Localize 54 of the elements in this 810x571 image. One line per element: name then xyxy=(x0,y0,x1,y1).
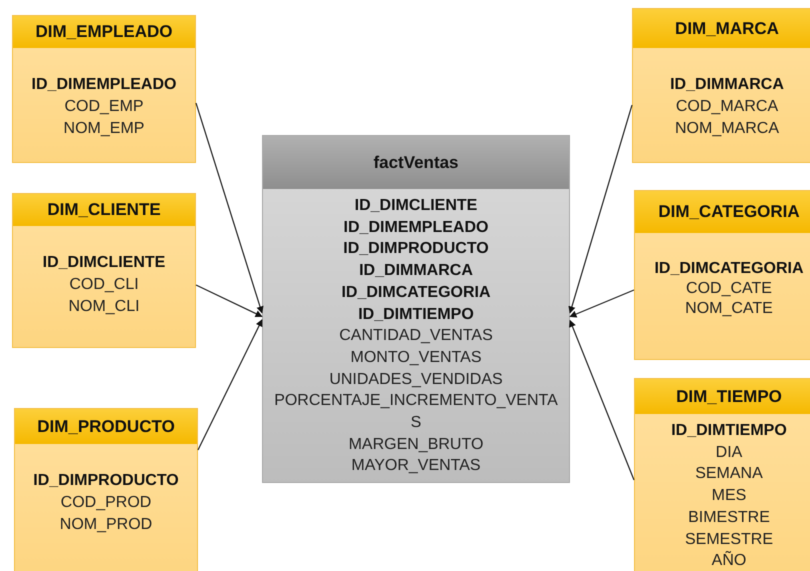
table-header: DIM_CATEGORIA xyxy=(635,191,810,233)
field-name: COD_EMP xyxy=(63,97,145,117)
field-name: COD_PROD xyxy=(60,493,152,513)
table-header: DIM_CLIENTE xyxy=(13,194,195,226)
table-box xyxy=(262,135,570,483)
field-name: ID_DIMPRODUCTO xyxy=(342,239,490,260)
field-name: ID_DIMTIEMPO xyxy=(670,421,788,441)
arrow xyxy=(195,102,264,314)
field-name: NOM_PROD xyxy=(58,515,154,535)
arrow xyxy=(197,319,263,450)
table-header: DIM_TIEMPO xyxy=(635,379,810,414)
table-box xyxy=(12,15,196,163)
field-name: NOM_MARCA xyxy=(674,119,780,139)
field-name: MONTO_VENTAS xyxy=(350,348,482,368)
field-name: ID_DIMEMPLEADO xyxy=(30,75,178,95)
field-name: UNIDADES_VENDIDAS xyxy=(328,370,504,390)
field-name: PORCENTAJE_INCREMENTO_VENTAS xyxy=(273,391,559,434)
field-name: COD_CATE xyxy=(685,279,773,299)
field-name: ID_DIMMARCA xyxy=(358,261,474,282)
table-header: factVentas xyxy=(263,136,569,189)
arrow xyxy=(196,284,263,318)
field-name: ID_DIMPRODUCTO xyxy=(32,471,180,491)
table-box xyxy=(12,193,196,348)
field-name: NOM_CLI xyxy=(67,297,141,317)
field-name: ID_DIMMARCA xyxy=(669,75,785,95)
field-name: NOM_EMP xyxy=(62,119,146,139)
table-header: DIM_PRODUCTO xyxy=(15,409,197,444)
field-name: ID_DIMTIEMPO xyxy=(357,304,475,325)
field-name: COD_CLI xyxy=(68,275,140,295)
field-name: MARGEN_BRUTO xyxy=(348,434,484,455)
field-name: SEMANA xyxy=(694,464,764,484)
arrow xyxy=(569,320,635,480)
field-name: ID_DIMEMPLEADO xyxy=(342,218,490,238)
field-name: ID_DIMCATEGORIA xyxy=(653,259,805,279)
table-box xyxy=(632,8,810,163)
table-header: DIM_EMPLEADO xyxy=(13,16,195,48)
table-box xyxy=(14,408,198,571)
table-box xyxy=(634,378,810,571)
table-header: DIM_MARCA xyxy=(633,9,810,48)
field-name: AÑO xyxy=(710,550,748,571)
table-box xyxy=(634,190,810,360)
field-name: DIA xyxy=(714,442,744,463)
field-name: CANTIDAD_VENTAS xyxy=(338,326,494,346)
field-name: MAYOR_VENTAS xyxy=(350,456,482,476)
field-name: MES xyxy=(710,486,748,506)
field-name: ID_DIMCATEGORIA xyxy=(340,282,492,303)
arrow xyxy=(569,289,634,318)
field-name: NOM_CATE xyxy=(684,299,774,319)
field-name: ID_DIMCLIENTE xyxy=(42,253,166,273)
field-name: COD_MARCA xyxy=(674,97,780,117)
arrow xyxy=(568,104,633,314)
field-name: BIMESTRE xyxy=(687,508,771,528)
field-name: SEMESTRE xyxy=(684,530,774,550)
field-name: ID_DIMCLIENTE xyxy=(354,196,478,216)
